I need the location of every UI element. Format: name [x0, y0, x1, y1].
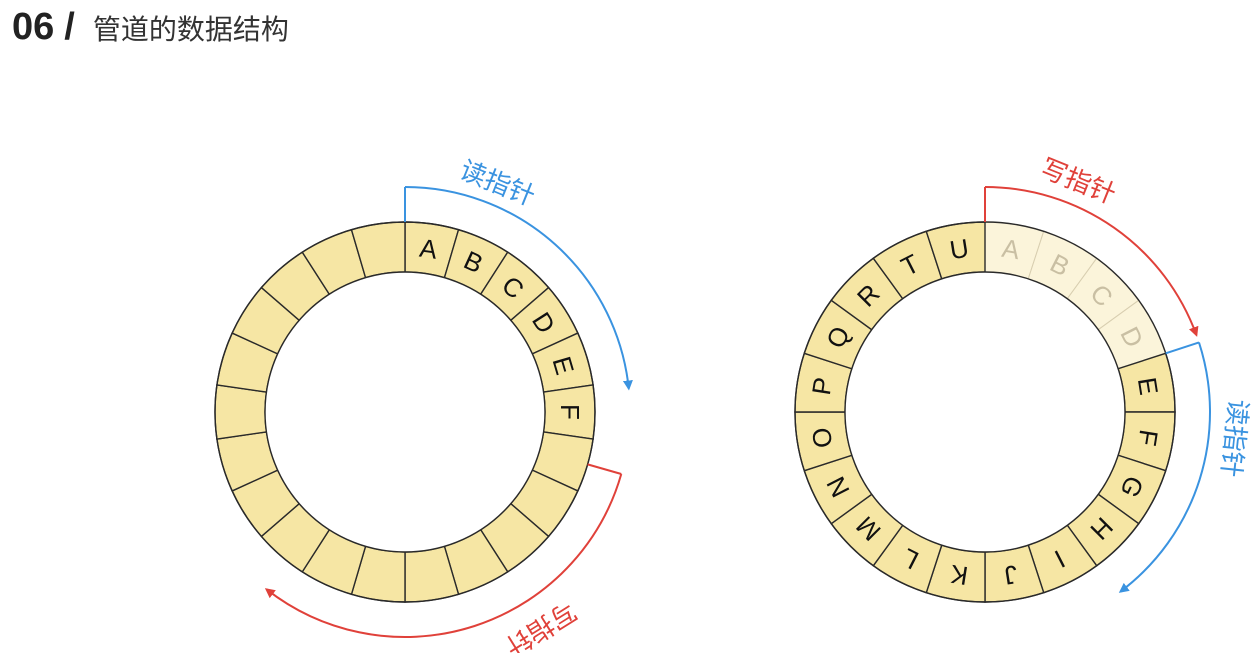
read-pointer-label: 读指针 [1215, 398, 1253, 479]
buffer-cell-label: P [806, 375, 838, 397]
buffer-cell-label: F [1132, 428, 1164, 448]
buffer-cell [214, 384, 268, 440]
read-pointer-arrow [404, 186, 633, 391]
write-pointer-label: 写指针 [499, 595, 581, 653]
section-slash: / [64, 6, 75, 48]
buffer-cell-label: O [806, 425, 839, 450]
section-number: 06 [12, 6, 55, 48]
write-pointer-tick [587, 463, 622, 475]
buffer-cell-label: U [948, 233, 971, 266]
buffer-cell-label: E [1132, 375, 1164, 397]
read-pointer-arrow [1118, 342, 1211, 593]
buffer-cell-label: A [418, 233, 440, 265]
section-title: 管道的数据结构 [92, 13, 289, 46]
buffer-cell-label: K [948, 559, 970, 591]
ring-inner-edge [264, 271, 546, 553]
ring-inner-edge [844, 271, 1126, 553]
read-pointer-tick [1165, 341, 1200, 355]
read-pointer-label: 读指针 [455, 155, 539, 212]
buffer-cell-label: A [1000, 233, 1022, 265]
write-pointer-arrow [264, 473, 623, 638]
write-pointer-arrow [984, 186, 1199, 337]
buffer-cell-label: J [1002, 559, 1020, 591]
write-pointer-label: 写指针 [1036, 154, 1120, 211]
buffer-cell-label: F [555, 404, 585, 420]
section-header: 06 / 管道的数据结构 [12, 6, 289, 52]
